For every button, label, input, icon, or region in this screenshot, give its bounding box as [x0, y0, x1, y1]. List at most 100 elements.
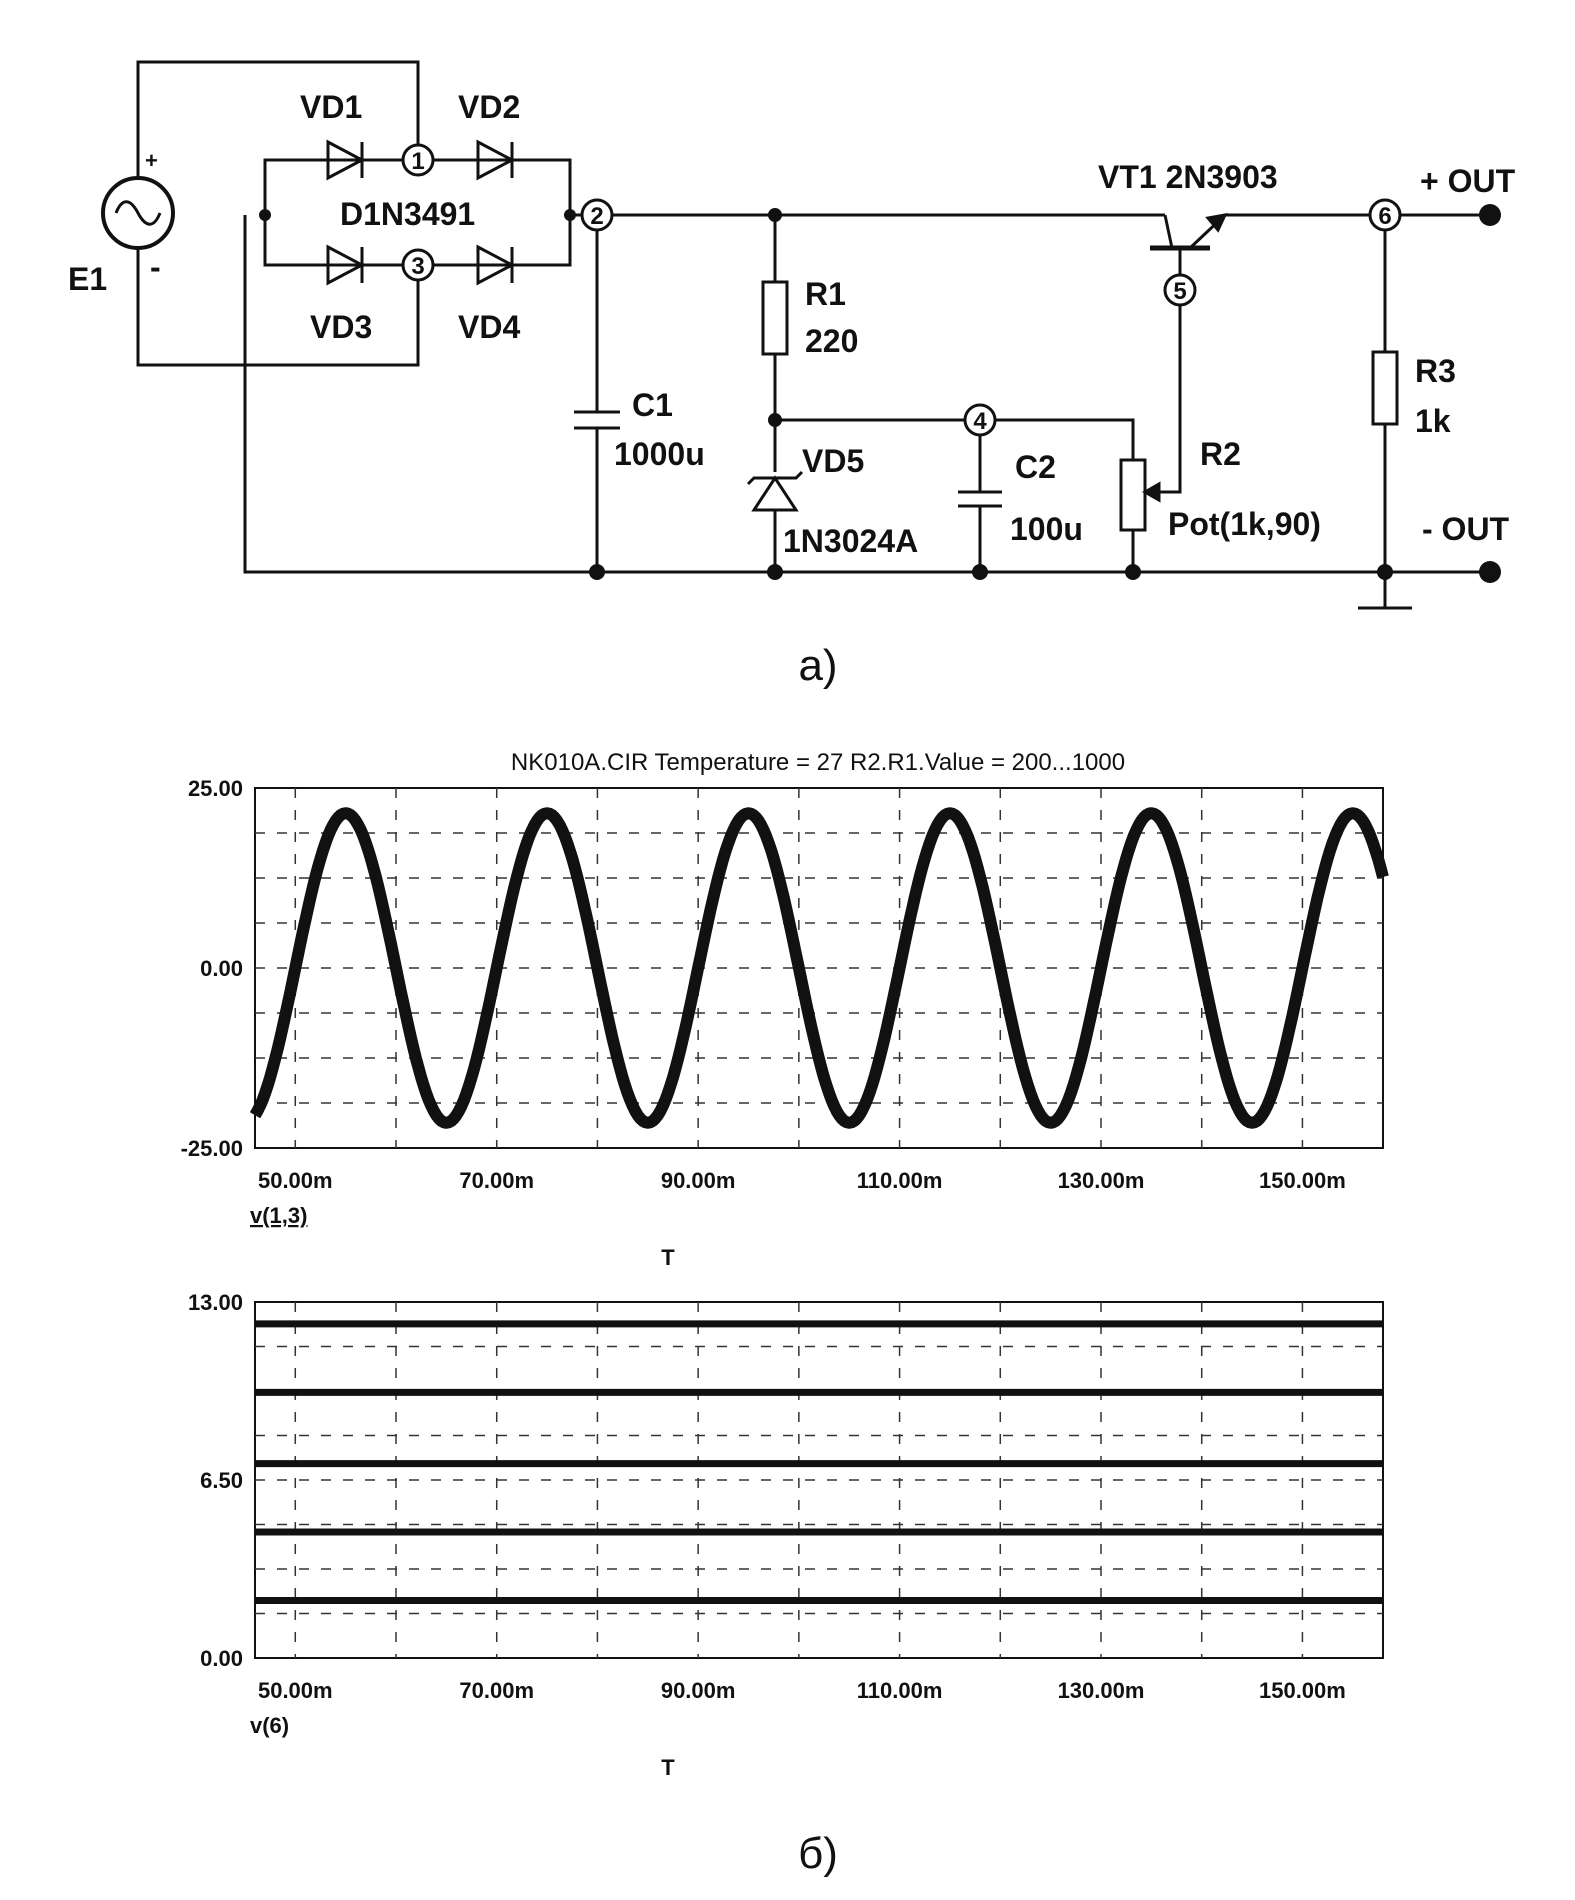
c1-value-label: 1000u [614, 436, 705, 472]
junction-dot [564, 209, 576, 221]
out-minus-label: - OUT [1422, 511, 1510, 547]
vd1-label: VD1 [300, 89, 362, 125]
vd4-label: VD4 [458, 309, 520, 345]
x-tick-label: 110.00m [857, 1678, 943, 1703]
junction-dot [259, 209, 271, 221]
chart1-ytick-bottom: -25.00 [181, 1136, 243, 1161]
chart2-ytick-top: 13.00 [188, 1290, 243, 1315]
r3-value-label: 1k [1415, 403, 1451, 439]
wire [136, 248, 420, 367]
ac-source-sine [114, 200, 162, 226]
r2-value-label: Pot(1k,90) [1168, 506, 1321, 542]
vt1-collector [1163, 214, 1174, 249]
schematic-labels: 1 2 3 4 5 6 E1 + - VD1 VD2 D1N3491 VD3 V… [68, 89, 1516, 690]
node-6-label: 6 [1378, 203, 1391, 230]
node-4-circle [963, 403, 997, 437]
chart2-ytick-mid: 6.50 [200, 1468, 243, 1493]
x-tick-label: 130.00m [1058, 1678, 1145, 1703]
junction-dot [972, 564, 988, 580]
x-tick-label: 70.00m [459, 1168, 534, 1193]
wire [136, 60, 420, 178]
out-plus-terminal [1479, 204, 1501, 226]
x-tick-label: 130.00m [1058, 1168, 1145, 1193]
ac-source-circle [101, 176, 175, 250]
r2-body [1119, 458, 1147, 532]
node-1-label: 1 [411, 148, 424, 175]
node-5-circle [1163, 273, 1197, 307]
series-line [249, 807, 1389, 1129]
chart1-x-ticks: 50.00m 70.00m 90.00m 110.00m 130.00m 150.00m [258, 1168, 1346, 1193]
vd5-model-label: 1N3024A [783, 523, 918, 559]
node-5-label: 5 [1173, 278, 1186, 305]
vt1-label: VT1 2N3903 [1098, 159, 1278, 195]
out-plus-label: + OUT [1420, 163, 1516, 199]
x-tick-label: 150.00m [1259, 1678, 1346, 1703]
x-tick-label: 90.00m [661, 1168, 736, 1193]
r3-name-label: R3 [1415, 353, 1456, 389]
vd3-label: VD3 [310, 309, 372, 345]
junction-dot [589, 564, 605, 580]
junction-dot [1125, 564, 1141, 580]
vd1-triangle [326, 139, 366, 181]
bridge-model-label: D1N3491 [340, 196, 475, 232]
vd5-triangle [751, 475, 799, 512]
vd3-triangle [326, 244, 366, 286]
chart2-x-axis-label: T [661, 1755, 675, 1780]
node-1-circle [401, 143, 435, 177]
c2-name-label: C2 [1015, 449, 1056, 485]
x-tick-label: 50.00m [258, 1168, 333, 1193]
node-3-circle [401, 248, 435, 282]
chart1-plot [249, 807, 1389, 1129]
r1-body [761, 280, 789, 356]
chart2-x-ticks: 50.00m 70.00m 90.00m 110.00m 130.00m 150.00m [258, 1678, 1346, 1703]
chart-voltage-v13: NK010A.CIR Temperature = 27 R2.R1.Value … [181, 749, 1389, 1270]
caption-a: a) [798, 641, 837, 690]
schematic [101, 60, 1501, 610]
node-4-label: 4 [973, 408, 987, 435]
x-tick-label: 50.00m [258, 1678, 333, 1703]
wire [775, 418, 1135, 460]
chart1-ytick-mid: 0.00 [200, 956, 243, 981]
chart2-series-label: v(6) [250, 1713, 289, 1738]
source-minus-label: - [150, 249, 161, 285]
r3-body [1371, 350, 1399, 426]
c2-value-label: 100u [1010, 511, 1083, 547]
node-3-label: 3 [411, 253, 424, 280]
source-plus-label: + [145, 148, 158, 173]
junction-dot [767, 564, 783, 580]
node-6-circle [1368, 198, 1402, 232]
r2-name-label: R2 [1200, 436, 1241, 472]
node-2-circle [580, 198, 614, 232]
chart1-x-axis-label: T [661, 1245, 675, 1270]
vd2-label: VD2 [458, 89, 520, 125]
x-tick-label: 70.00m [459, 1678, 534, 1703]
c1-name-label: C1 [632, 387, 673, 423]
r1-name-label: R1 [805, 276, 846, 312]
chart1-ytick-top: 25.00 [188, 776, 243, 801]
x-tick-label: 110.00m [857, 1168, 943, 1193]
chart1-series-label: v(1,3) [250, 1203, 307, 1228]
chart2-grid [255, 1302, 1383, 1658]
caption-b: б) [798, 1829, 838, 1878]
junction-dot [768, 413, 782, 427]
r2-wiper [1147, 300, 1182, 494]
node-2-label: 2 [590, 203, 603, 230]
out-minus-terminal [1479, 561, 1501, 583]
vd5-name-label: VD5 [802, 443, 864, 479]
chart2-plot [255, 1320, 1383, 1604]
chart2-frame [254, 1301, 1384, 1659]
vd5-bar [746, 470, 804, 486]
r2-wiper-arrow [1141, 481, 1161, 503]
vd2-triangle [476, 139, 516, 181]
junction-dot [768, 208, 782, 222]
r1-value-label: 220 [805, 323, 858, 359]
vt1-arrow [1205, 213, 1228, 233]
chart1-title: NK010A.CIR Temperature = 27 R2.R1.Value … [511, 749, 1125, 776]
x-tick-label: 90.00m [661, 1678, 736, 1703]
junction-dot [1377, 564, 1393, 580]
x-tick-label: 150.00m [1259, 1168, 1346, 1193]
wire [243, 215, 1490, 574]
